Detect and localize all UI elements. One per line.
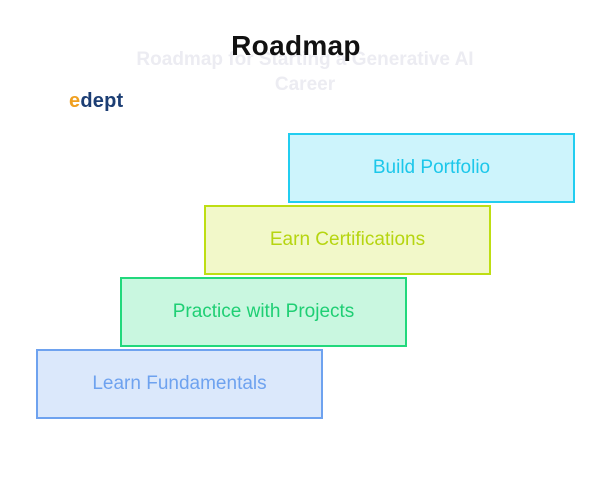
- subtitle-line-2: Career: [274, 74, 336, 95]
- step-label: Learn Fundamentals: [92, 373, 267, 394]
- diagram-subtitle: Roadmap for Starting a Generative AI Car…: [80, 47, 530, 97]
- step-practice-with-projects: Practice with Projects: [120, 277, 407, 347]
- logo-mark: e: [69, 90, 81, 112]
- step-build-portfolio: Build Portfolio: [288, 133, 575, 203]
- subtitle-line-1: Roadmap for Starting a Generative AI: [136, 49, 474, 70]
- diagram-title: Roadmap: [231, 30, 361, 61]
- step-label: Practice with Projects: [172, 301, 355, 322]
- step-label: Build Portfolio: [372, 157, 491, 178]
- logo-text: dept: [80, 90, 124, 112]
- step-earn-certifications: Earn Certifications: [204, 205, 491, 275]
- step-learn-fundamentals: Learn Fundamentals: [36, 349, 323, 419]
- step-label: Earn Certifications: [269, 229, 426, 250]
- brand-logo: edept: [69, 90, 123, 113]
